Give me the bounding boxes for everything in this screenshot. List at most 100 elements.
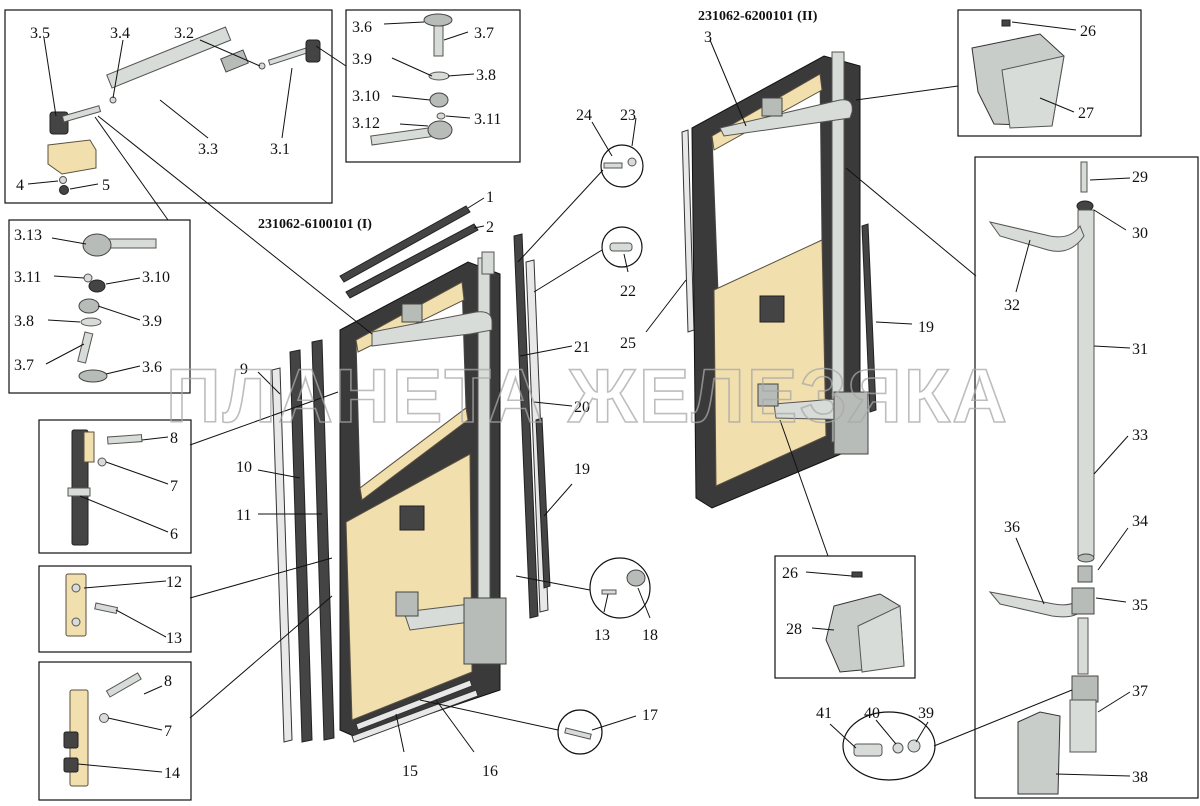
pin-14 bbox=[63, 757, 79, 773]
inset-box-cover-28 bbox=[774, 555, 916, 679]
cap-3-6b bbox=[78, 369, 108, 383]
lever-3-1-head bbox=[305, 39, 321, 63]
door-I-cylinder bbox=[463, 597, 507, 665]
inset-box-lock-lower bbox=[38, 661, 192, 801]
bushing-3-10 bbox=[429, 92, 449, 108]
tube-31-33 bbox=[1077, 209, 1095, 557]
pin-3-7 bbox=[433, 25, 444, 57]
door-II-lever-top bbox=[719, 99, 853, 137]
label-26-mid: 26 bbox=[782, 565, 798, 582]
hinge-bottom-parts bbox=[77, 233, 157, 383]
inset-box-lock-upper bbox=[38, 419, 192, 554]
inset-box-mechanism bbox=[974, 156, 1199, 799]
label-27: 27 bbox=[1078, 105, 1094, 122]
label-32: 32 bbox=[1004, 297, 1020, 314]
bolt-8b bbox=[105, 672, 142, 698]
inset-box-striker bbox=[38, 565, 192, 653]
label-17: 17 bbox=[642, 707, 658, 724]
label-39: 39 bbox=[918, 705, 934, 722]
label-28: 28 bbox=[786, 621, 802, 638]
label-22: 22 bbox=[620, 283, 636, 300]
door-I-cap-top bbox=[401, 303, 423, 323]
bushing-3-9b bbox=[78, 298, 100, 314]
label-2: 2 bbox=[486, 219, 494, 236]
door-I-vent bbox=[399, 505, 425, 531]
cover-38 bbox=[1017, 711, 1061, 795]
striker-parts bbox=[65, 573, 119, 637]
shaft-lower bbox=[1077, 617, 1089, 675]
watermark: ПЛАНЕТА ЖЕЛЕЗЯКА bbox=[166, 354, 1009, 439]
door-II-vent bbox=[759, 295, 785, 323]
inset-box-hinge-top bbox=[345, 9, 521, 163]
circle-17 bbox=[557, 709, 603, 755]
lock-lower-parts bbox=[63, 672, 142, 787]
strip-15 bbox=[355, 679, 473, 731]
bushing-34 bbox=[1077, 565, 1093, 583]
cover-27-face bbox=[1001, 55, 1065, 129]
label-7-upper: 7 bbox=[170, 478, 178, 495]
label-3-4: 3.4 bbox=[110, 25, 130, 42]
label-13-circle: 13 bbox=[594, 627, 610, 644]
striker-hole-top bbox=[71, 583, 81, 593]
pin-3-7b bbox=[77, 331, 94, 364]
label-26-top: 26 bbox=[1080, 23, 1096, 40]
tube-end bbox=[1077, 553, 1095, 563]
label-3-9-top: 3.9 bbox=[352, 51, 372, 68]
door-I-cap-bottom bbox=[395, 591, 419, 617]
label-23: 23 bbox=[620, 107, 636, 124]
label-36: 36 bbox=[1004, 519, 1020, 536]
label-15: 15 bbox=[402, 763, 418, 780]
seal-strip-19b bbox=[861, 223, 877, 413]
inset-box-hinge-bottom bbox=[8, 219, 191, 394]
label-20: 20 bbox=[574, 399, 590, 416]
inset-box-hinge-shaft bbox=[4, 9, 333, 204]
label-18: 18 bbox=[642, 627, 658, 644]
label-40: 40 bbox=[864, 705, 880, 722]
label-7-lower: 7 bbox=[164, 723, 172, 740]
washer-4 bbox=[59, 176, 67, 184]
pin-22 bbox=[609, 242, 633, 252]
lock-block-lower bbox=[63, 731, 79, 749]
label-29: 29 bbox=[1132, 169, 1148, 186]
seal-strip-19a bbox=[535, 417, 551, 589]
screw-13a bbox=[94, 602, 119, 615]
label-3-11-bot: 3.11 bbox=[14, 269, 41, 286]
leader-lines bbox=[27, 21, 1131, 777]
label-30: 30 bbox=[1132, 225, 1148, 242]
label-37: 37 bbox=[1132, 683, 1148, 700]
door-I-top-cap bbox=[481, 251, 495, 275]
shaft-3-3 bbox=[106, 26, 232, 89]
clip-23 bbox=[627, 157, 637, 167]
lever-3-5-arm bbox=[61, 105, 102, 123]
label-3-7-top: 3.7 bbox=[474, 25, 494, 42]
bracket bbox=[47, 139, 97, 175]
strip-1 bbox=[339, 205, 471, 283]
door-I-lever-top bbox=[371, 311, 493, 347]
label-3-10-top: 3.10 bbox=[352, 88, 380, 105]
label-3-6-top: 3.6 bbox=[352, 19, 372, 36]
bracket-lower bbox=[1071, 675, 1099, 703]
lever-3-13-head bbox=[82, 233, 112, 257]
seal-strip-10 bbox=[289, 349, 313, 743]
label-3-8-bot: 3.8 bbox=[14, 313, 34, 330]
ring-39 bbox=[907, 739, 921, 753]
door-I-lower-panel bbox=[345, 453, 473, 721]
door-II-cylinder bbox=[833, 391, 869, 455]
label-3-6-bot: 3.6 bbox=[142, 359, 162, 376]
striker-hole-bottom bbox=[71, 617, 81, 627]
label-3-9-bot: 3.9 bbox=[142, 313, 162, 330]
label-19-left: 19 bbox=[574, 461, 590, 478]
label-3-7-bot: 3.7 bbox=[14, 357, 34, 374]
hinge-shaft-parts bbox=[47, 26, 321, 195]
label-38: 38 bbox=[1132, 769, 1148, 786]
pin-3-1 bbox=[267, 46, 313, 66]
screw-13b bbox=[601, 589, 617, 595]
label-16: 16 bbox=[482, 763, 498, 780]
door-I-mid-rail bbox=[359, 407, 469, 501]
label-3-11-top: 3.11 bbox=[474, 111, 501, 128]
circle-24-23 bbox=[600, 144, 644, 188]
screw-17 bbox=[564, 727, 592, 740]
title-door-II: 231062-6200101 (II) bbox=[698, 9, 818, 24]
label-34: 34 bbox=[1132, 513, 1148, 530]
mechanism-parts bbox=[988, 161, 1099, 795]
